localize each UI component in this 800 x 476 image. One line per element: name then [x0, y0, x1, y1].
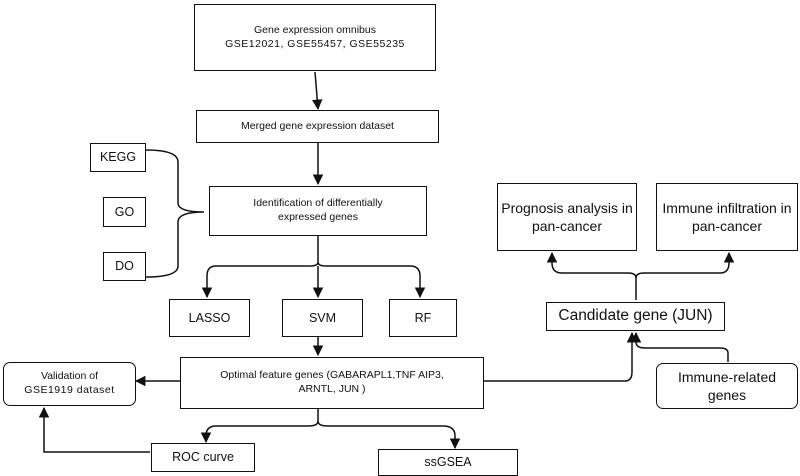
node-immune-infiltration-line2: pan-cancer — [691, 218, 763, 234]
node-gene-expression-omnibus: Gene expression omnibus GSE12021, GSE554… — [194, 4, 436, 71]
node-merged-label: Merged gene expression dataset — [241, 119, 394, 132]
annotation-go: GO — [103, 197, 146, 227]
node-candidate-gene: Candidate gene (JUN) — [546, 302, 725, 331]
arrow-optimal-to-candidate — [484, 331, 638, 382]
node-validation: Validation of GSE1919 dataset — [3, 362, 136, 406]
node-immune-related-genes: Immune-related genes — [656, 363, 798, 409]
split-deg-to-classifiers — [206, 236, 421, 296]
node-svm-label: SVM — [308, 310, 337, 325]
node-prognosis-pan-cancer: Prognosis analysis in pan-cancer — [497, 183, 637, 251]
node-rf: RF — [389, 299, 457, 337]
node-prognosis-line2: pan-cancer — [531, 218, 603, 234]
node-svm: SVM — [282, 299, 363, 337]
arrow-immune-related-to-candidate — [630, 331, 729, 362]
node-optimal-feature-genes: Optimal feature genes (GABARAPL1,TNF AIP… — [180, 357, 484, 409]
annotation-do-label: DO — [115, 259, 134, 274]
split-optimal-to-outputs — [205, 409, 456, 447]
annotation-do: DO — [103, 252, 146, 281]
node-merged-dataset: Merged gene expression dataset — [196, 110, 439, 143]
node-identify-degs: Identification of differentially express… — [209, 186, 427, 236]
node-ssgsea: ssGSEA — [378, 449, 518, 476]
node-roc-curve: ROC curve — [151, 443, 255, 472]
node-ssgsea-label: ssGSEA — [424, 455, 472, 470]
node-deg-line2: expressed genes — [278, 211, 358, 223]
node-deg-line1: Identification of differentially — [253, 197, 383, 210]
node-rf-label: RF — [414, 310, 432, 325]
split-candidate-to-outputs — [551, 254, 730, 300]
node-roc-label: ROC curve — [172, 450, 234, 465]
brace-annotation — [145, 149, 205, 278]
node-lasso: LASSO — [169, 299, 250, 337]
node-immune-related-line2: genes — [707, 387, 747, 403]
node-candidate-label: Candidate gene (JUN) — [558, 307, 713, 325]
annotation-go-label: GO — [114, 204, 135, 219]
annotation-kegg-label: KEGG — [99, 150, 137, 165]
node-prognosis-line1: Prognosis analysis in — [501, 199, 633, 216]
node-optimal-line1: Optimal feature genes (GABARAPL1,TNF AIP… — [220, 369, 444, 382]
node-validation-line2: GSE1919 dataset — [24, 384, 115, 396]
node-validation-line1: Validation of — [40, 370, 98, 383]
node-immune-infiltration: Immune infiltration in pan-cancer — [656, 183, 798, 251]
node-immune-infiltration-line1: Immune infiltration in — [662, 199, 792, 216]
node-geo-line2: GSE12021, GSE55457, GSE55235 — [225, 37, 405, 50]
node-geo-line1: Gene expression omnibus — [254, 23, 376, 36]
arrow-geo-to-merged — [312, 71, 323, 111]
node-lasso-label: LASSO — [188, 310, 231, 325]
arrow-roc-to-validation — [38, 406, 150, 453]
node-immune-related-line1: Immune-related — [677, 368, 777, 385]
annotation-kegg: KEGG — [90, 143, 146, 172]
node-optimal-line2: ARNTL, JUN ) — [298, 383, 366, 395]
